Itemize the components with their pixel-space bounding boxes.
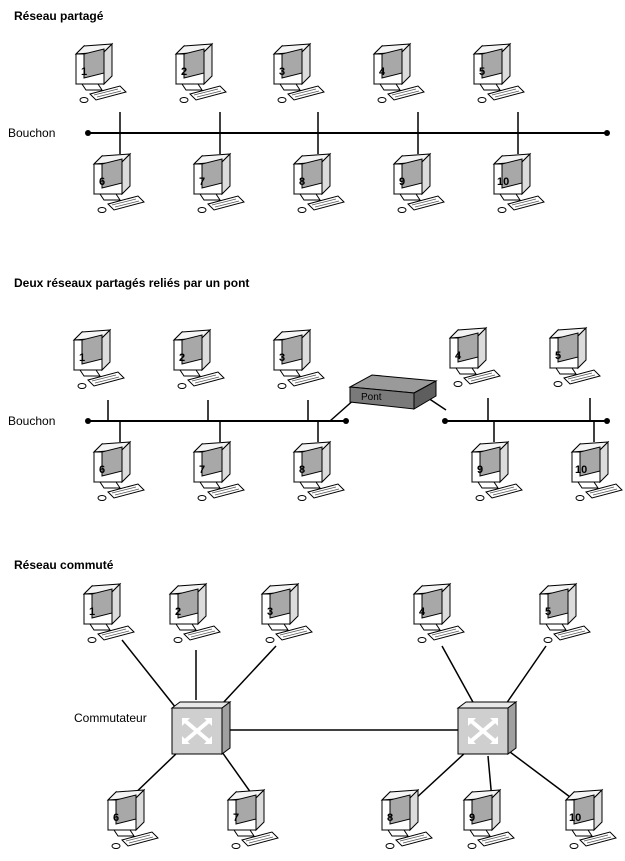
pc-number-label: 7 — [199, 464, 205, 476]
section-title-bridged-network: Deux réseaux partagés reliés par un pont — [14, 276, 249, 290]
pc-number-label: 6 — [113, 812, 119, 824]
pc-number-label: 4 — [455, 350, 462, 362]
pc-number-label: 10 — [575, 464, 587, 476]
section-title-shared-network: Réseau partagé — [14, 9, 104, 23]
switched-pc-5: 5 — [539, 583, 591, 643]
switched-pc-3: 3 — [261, 583, 313, 643]
bridged-pc-4: 4 — [449, 327, 501, 387]
pc-number-label: 5 — [479, 66, 485, 78]
shared-pc-2: 2 — [175, 43, 227, 103]
pc-number-label: 5 — [545, 606, 551, 618]
bridged-pc-6: 6 — [93, 441, 145, 501]
pc-number-label: 6 — [99, 176, 105, 188]
shared-pc-6: 6 — [93, 153, 145, 213]
pc-number-label: 2 — [179, 352, 185, 364]
pc-number-label: 2 — [181, 66, 187, 78]
bridged-pc-2: 2 — [173, 329, 225, 389]
pc-number-label: 1 — [79, 352, 85, 364]
shared-drop-lines — [119, 112, 519, 154]
switched-pc-1: 1 — [83, 583, 135, 643]
pc-number-label: 8 — [299, 176, 305, 188]
pc-number-label: 9 — [477, 464, 483, 476]
pc-number-label: 1 — [81, 66, 87, 78]
shared-pc-4: 4 — [373, 43, 425, 103]
shared-pc-7: 7 — [193, 153, 245, 213]
switch-label: Commutateur — [74, 711, 147, 725]
switched-pc-2: 2 — [169, 583, 221, 643]
shared-pc-3: 3 — [273, 43, 325, 103]
switch-right — [456, 700, 518, 756]
switched-links — [121, 639, 575, 801]
pc-number-label: 10 — [569, 812, 581, 824]
terminator-label-shared: Bouchon — [8, 126, 55, 140]
bridge-device: Pont — [348, 374, 438, 410]
switched-pc-7: 7 — [227, 789, 279, 849]
pc-number-label: 3 — [267, 606, 273, 618]
pc-number-label: 8 — [299, 464, 305, 476]
bridged-pc-10: 10 — [571, 441, 623, 501]
pc-number-label: 10 — [497, 176, 509, 188]
pc-number-label: 1 — [89, 606, 95, 618]
pc-number-label: 2 — [175, 606, 181, 618]
shared-pc-5: 5 — [473, 43, 525, 103]
bridged-bus-cable-left — [85, 418, 349, 424]
shared-pc-9: 9 — [393, 153, 445, 213]
pc-number-label: 4 — [419, 606, 426, 618]
pc-number-label: 3 — [279, 352, 285, 364]
bridged-pc-1: 1 — [73, 329, 125, 389]
section-title-switched-network: Réseau commuté — [14, 558, 114, 572]
bridge-label: Pont — [361, 392, 382, 403]
shared-pc-8: 8 — [293, 153, 345, 213]
switched-pc-10: 10 — [565, 789, 617, 849]
bridged-pc-8: 8 — [293, 441, 345, 501]
pc-number-label: 7 — [233, 812, 239, 824]
switched-pc-6: 6 — [107, 789, 159, 849]
shared-pc-10: 10 — [493, 153, 545, 213]
pc-number-label: 9 — [399, 176, 405, 188]
switched-pc-8: 8 — [381, 789, 433, 849]
terminator-label-bridged: Bouchon — [8, 414, 55, 428]
bridged-pc-9: 9 — [471, 441, 523, 501]
pc-number-label: 5 — [555, 350, 561, 362]
shared-pc-1: 1 — [75, 43, 127, 103]
switched-pc-9: 9 — [463, 789, 515, 849]
bridged-pc-5: 5 — [549, 327, 601, 387]
pc-number-label: 6 — [99, 464, 105, 476]
shared-bus-cable — [85, 130, 610, 136]
pc-number-label: 7 — [199, 176, 205, 188]
bridged-bus-cable-right — [442, 418, 610, 424]
switched-pc-4: 4 — [413, 583, 465, 643]
pc-number-label: 3 — [279, 66, 285, 78]
pc-number-label: 8 — [387, 812, 393, 824]
switch-left — [170, 700, 232, 756]
bridged-pc-7: 7 — [193, 441, 245, 501]
pc-number-label: 9 — [469, 812, 475, 824]
pc-number-label: 4 — [379, 66, 386, 78]
bridged-pc-3: 3 — [273, 329, 325, 389]
bridged-drop-lines — [107, 397, 595, 442]
